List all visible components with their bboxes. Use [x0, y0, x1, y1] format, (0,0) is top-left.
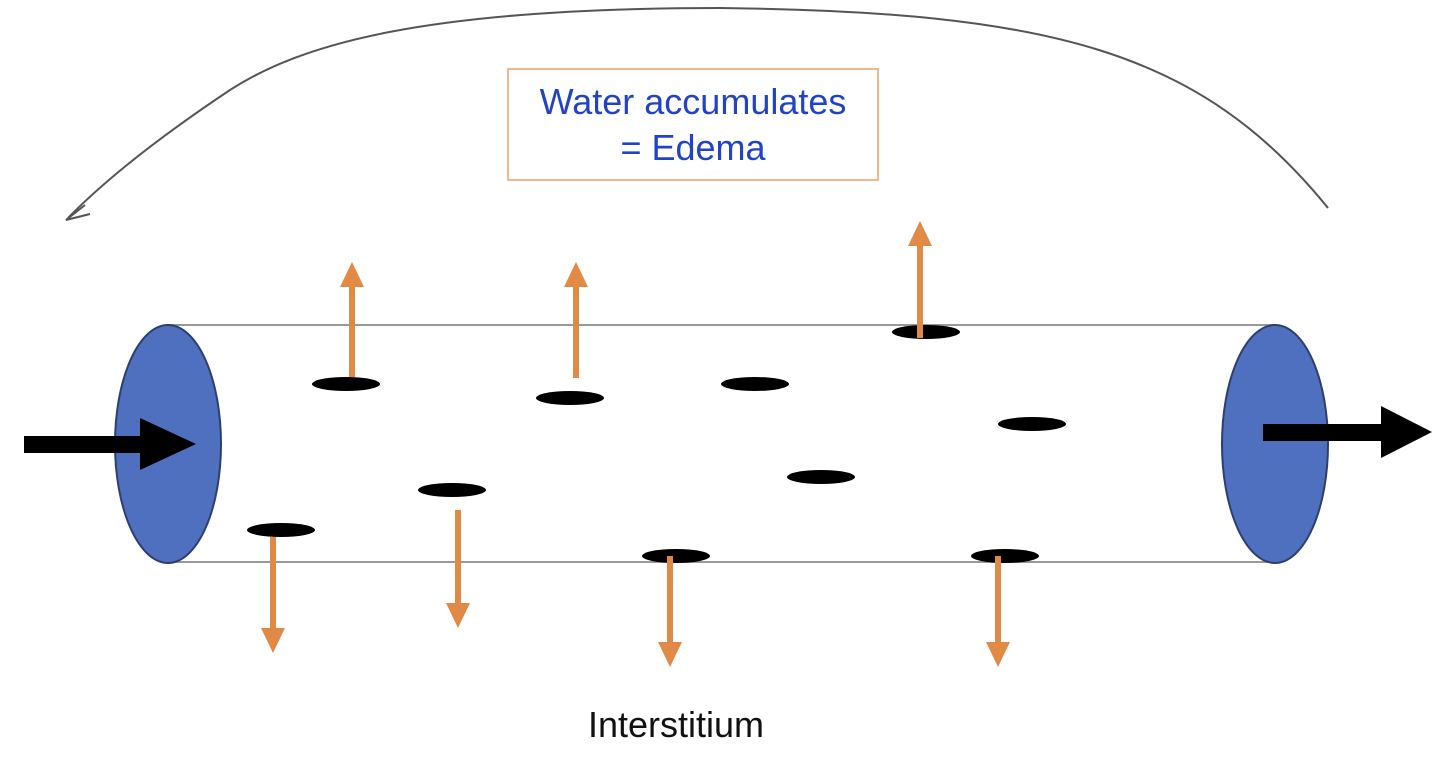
leak-arrow-down-icon: [261, 537, 285, 653]
inflow-arrow-icon: [24, 418, 196, 470]
callout-line-2: = Edema: [620, 126, 766, 168]
accumulation-curve: [67, 6, 1329, 219]
edema-callout-box: Water accumulates = Edema: [507, 68, 879, 181]
pore-icon: [721, 377, 789, 391]
leak-arrow-up-icon: [340, 262, 364, 377]
pore-icon: [998, 417, 1066, 431]
pore-icon: [642, 549, 710, 563]
leak-arrows-down: [261, 510, 1010, 667]
pore-icon: [536, 391, 604, 405]
callout-line-1: Water accumulates: [539, 80, 847, 122]
pore-icon: [418, 483, 486, 497]
leak-arrows-up: [340, 221, 932, 378]
leak-arrow-down-icon: [986, 556, 1010, 667]
leak-arrow-up-icon: [564, 262, 588, 378]
curve-arrowhead-icon: [65, 204, 91, 221]
pore-icon: [787, 470, 855, 484]
leak-arrow-down-icon: [446, 510, 470, 628]
pores: [247, 325, 1066, 563]
vessel-right-end: [1221, 324, 1329, 564]
interstitium-label: Interstitium: [587, 704, 765, 745]
pore-icon: [971, 549, 1039, 563]
pore-icon: [247, 523, 315, 537]
outflow-arrow-icon: [1263, 406, 1432, 458]
leak-arrow-down-icon: [658, 556, 682, 667]
leak-arrow-up-icon: [908, 221, 932, 338]
pore-icon: [892, 325, 960, 339]
pore-icon: [312, 377, 380, 391]
